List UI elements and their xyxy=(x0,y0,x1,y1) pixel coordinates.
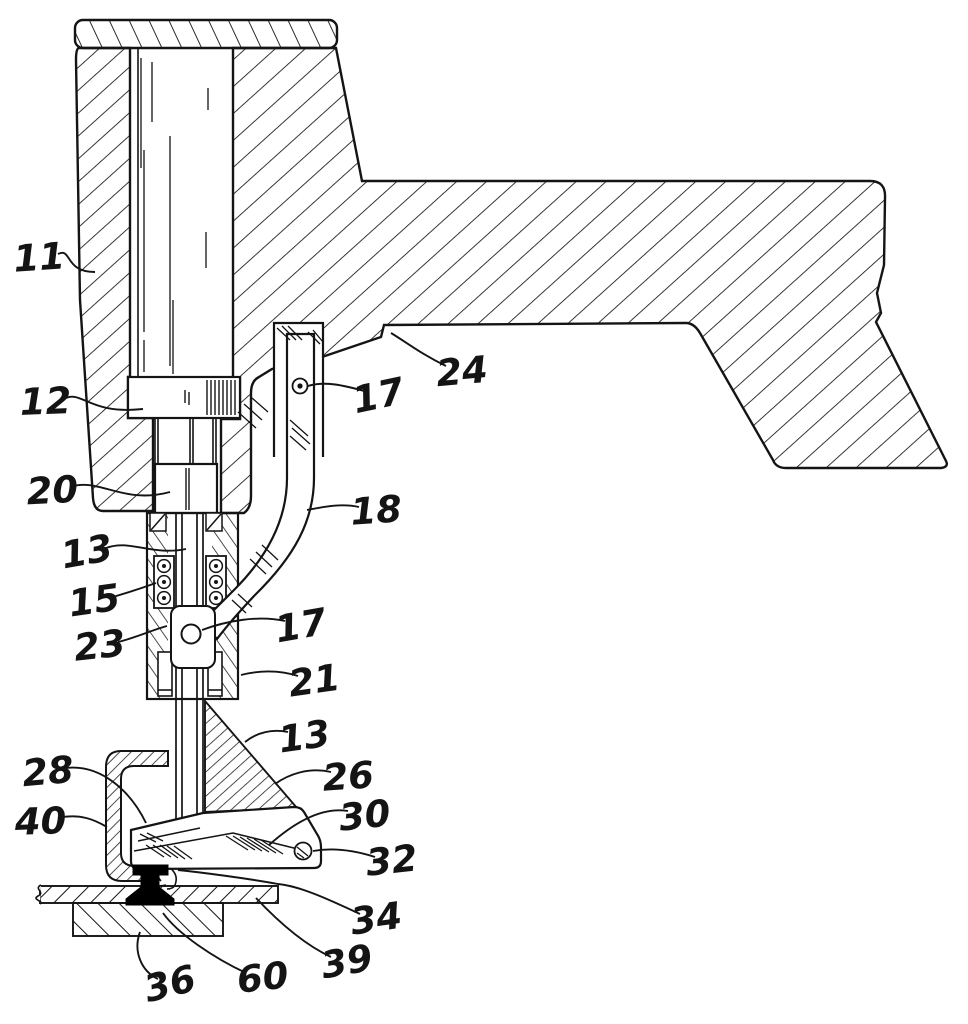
leader-60 xyxy=(162,912,247,974)
ref-text-36: 36 xyxy=(140,957,200,1011)
ref-text-15: 15 xyxy=(66,576,123,626)
leader-20 xyxy=(69,483,171,497)
top-seals xyxy=(149,512,223,532)
leader-15 xyxy=(112,582,157,598)
ref-label-17-lower: 17 xyxy=(272,600,330,651)
ref-label-34: 34 xyxy=(348,894,405,944)
ref-text-39: 39 xyxy=(318,936,376,987)
ref-label-28: 28 xyxy=(20,748,75,795)
trigger-assembly xyxy=(170,321,325,669)
leader-40 xyxy=(57,815,108,828)
reference-labels: 11 12 20 13 15 23 24 17 18 17 21 13 28 2… xyxy=(12,234,489,1011)
ref-label-20: 20 xyxy=(26,468,80,514)
leader-12 xyxy=(63,395,144,411)
ref-label-26: 26 xyxy=(321,753,375,799)
trigger-bracket-outline xyxy=(272,321,325,457)
tool-body xyxy=(73,18,949,515)
ref-text-30: 30 xyxy=(337,791,393,839)
ref-text-17-lower: 17 xyxy=(272,600,330,651)
ref-label-24: 24 xyxy=(434,348,489,395)
leader-26 xyxy=(274,769,332,785)
leader-lines xyxy=(57,251,447,980)
screw-32-hatch xyxy=(296,846,309,859)
ref-label-13-lower: 13 xyxy=(276,712,333,762)
ref-text-40: 40 xyxy=(13,799,67,844)
ref-text-23: 23 xyxy=(72,621,128,669)
piston-12 xyxy=(126,375,242,420)
piston-stripes xyxy=(184,380,236,415)
ref-text-18: 18 xyxy=(349,487,403,533)
ref-label-21: 21 xyxy=(286,656,343,706)
shading-flecks xyxy=(231,325,324,614)
bore-streaks xyxy=(140,58,209,374)
top-cap xyxy=(73,18,339,50)
ref-text-28: 28 xyxy=(20,748,75,795)
ref-text-17-upper: 17 xyxy=(349,369,409,422)
ref-text-21: 21 xyxy=(286,656,343,706)
pivot-pin-17-upper-dot xyxy=(297,383,303,389)
ref-label-32: 32 xyxy=(364,836,420,884)
leader-18 xyxy=(306,504,360,511)
piston-rod xyxy=(154,418,217,464)
leader-30 xyxy=(268,809,349,846)
ref-text-32: 32 xyxy=(364,836,420,884)
ref-text-11: 11 xyxy=(12,234,66,280)
pivot-pin-17-lower xyxy=(180,623,202,645)
lower-plate-36 xyxy=(72,902,224,937)
leader-24 xyxy=(390,332,447,367)
ref-text-13-upper: 13 xyxy=(58,526,116,577)
ref-label-60: 60 xyxy=(235,953,291,1001)
bar-30-body xyxy=(129,805,323,871)
trigger-lever-18[interactable] xyxy=(200,332,316,641)
bearing-stack-right xyxy=(205,555,227,609)
ref-text-60: 60 xyxy=(235,953,291,1001)
ref-label-30: 30 xyxy=(337,791,393,839)
ref-text-34: 34 xyxy=(348,894,405,944)
leader-36 xyxy=(136,931,159,980)
block-20-lines xyxy=(185,468,190,510)
drive-rod-13 xyxy=(175,514,204,824)
ref-label-11: 11 xyxy=(12,234,66,280)
leader-32 xyxy=(312,848,376,858)
leader-39 xyxy=(255,897,332,958)
ref-label-23: 23 xyxy=(72,621,128,669)
leader-17-upper xyxy=(307,382,365,392)
leader-23 xyxy=(117,625,168,643)
ref-text-24: 24 xyxy=(434,348,489,395)
lower-guides xyxy=(157,651,223,697)
cylinder-assembly xyxy=(126,58,242,515)
ref-text-13-lower: 13 xyxy=(276,712,333,762)
ref-label-12: 12 xyxy=(19,379,72,424)
leader-13-upper xyxy=(105,544,187,552)
ref-text-20: 20 xyxy=(26,468,80,514)
ref-label-13-upper: 13 xyxy=(58,526,116,577)
leader-11 xyxy=(57,251,96,273)
ref-label-36: 36 xyxy=(140,957,200,1011)
ref-text-12: 12 xyxy=(19,379,72,424)
body-handle-grip xyxy=(219,46,949,515)
plate-39-break-mark xyxy=(35,884,42,905)
ref-text-26: 26 xyxy=(321,753,375,799)
bar-30-shading xyxy=(139,832,284,860)
leader-34 xyxy=(177,869,361,915)
ref-label-15: 15 xyxy=(66,576,123,626)
ref-label-18: 18 xyxy=(349,487,403,533)
leader-28 xyxy=(65,766,147,824)
ref-label-17-upper: 17 xyxy=(349,369,409,422)
rivet-34 xyxy=(125,864,175,906)
leader-13-lower xyxy=(244,729,289,743)
leader-21 xyxy=(240,670,299,677)
leader-17-lower xyxy=(201,617,286,631)
ref-label-40: 40 xyxy=(13,799,67,844)
bearing-stack-left xyxy=(153,555,175,609)
ref-label-39: 39 xyxy=(318,936,376,987)
